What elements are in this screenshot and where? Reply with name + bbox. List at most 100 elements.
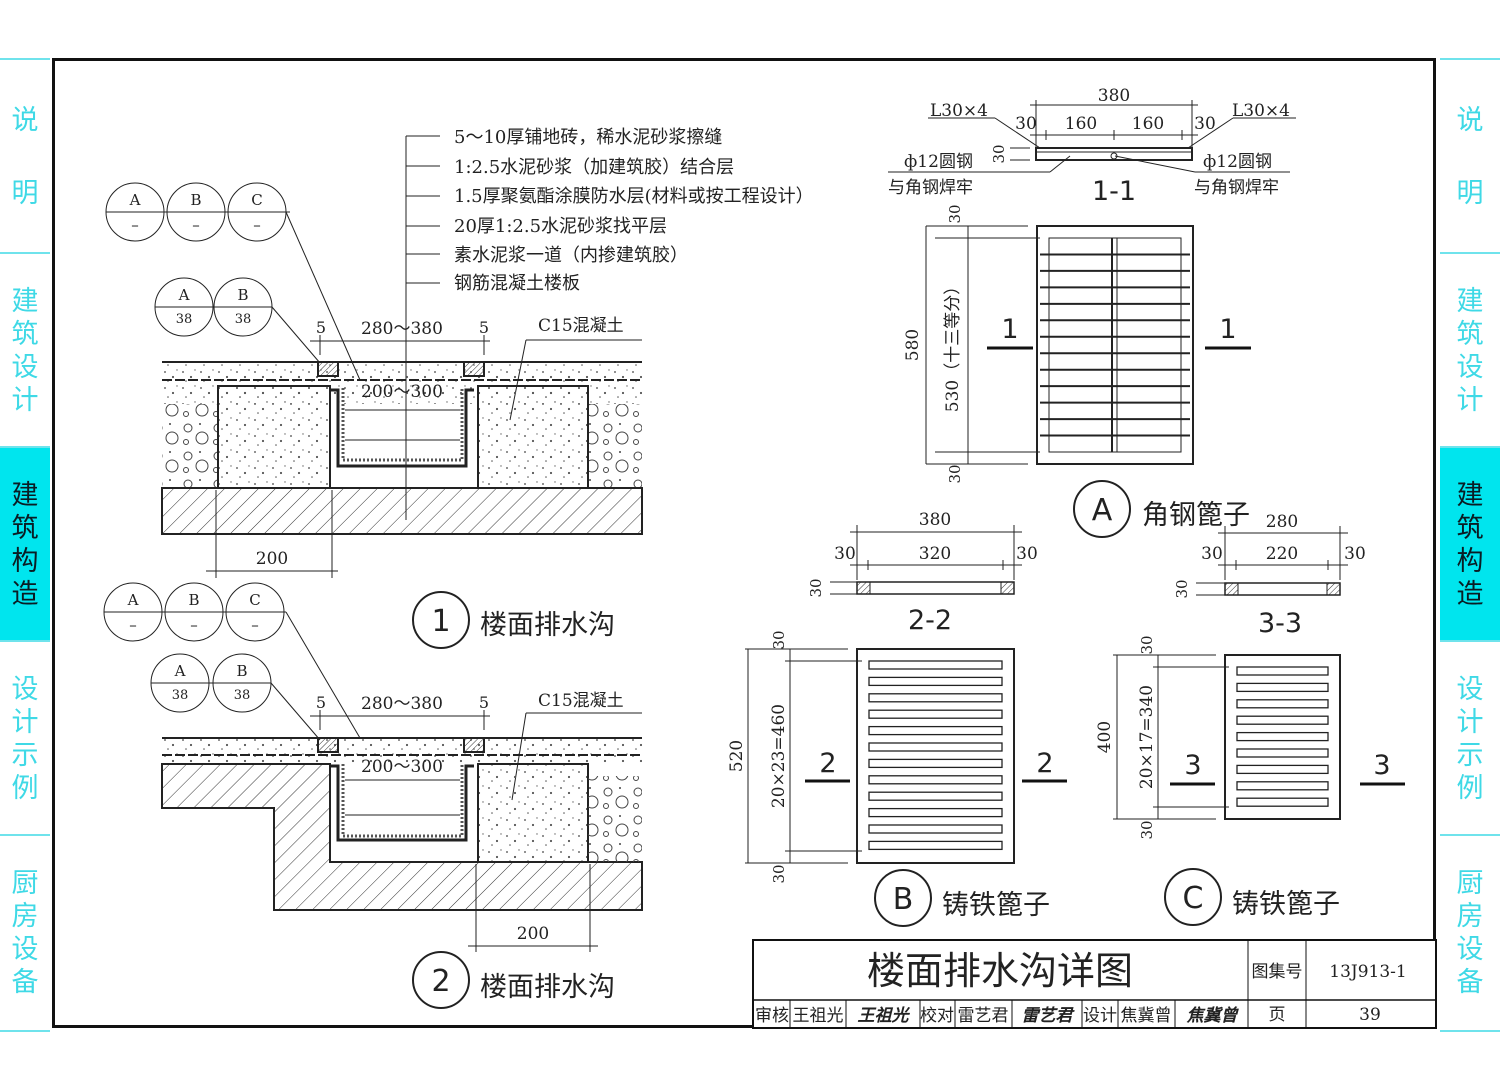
dim-text: 30 [770,864,788,883]
tab-char: 建 [11,480,39,511]
sidebar-tab-notes[interactable]: 说明 [1440,58,1500,254]
grate-a-plan: 580 530（十三等分） 30 30 1 1 A 角钢篦子 [903,204,1251,538]
sidebar-tab-kitchen-equipment[interactable]: 厨房设备 [0,834,50,1032]
ref-page: – [251,616,259,634]
grate-slot [868,807,1003,818]
grate-slot [868,742,1003,752]
dim-text: 220 [1266,544,1298,564]
check-label: 校对 [920,1006,954,1026]
ref-letter: A [129,191,141,209]
dim-text: 30 [1344,544,1366,564]
grate-c-plan: 400 20×17=340 30 30 3 3 C 铸铁篦子 [1095,635,1405,926]
section-mark: 2 [1036,748,1053,779]
tab-char: 房 [1456,901,1484,932]
ref-letter: C [249,591,260,609]
tab-char: 筑 [1456,319,1484,350]
dim-text: 400 [1095,721,1115,753]
section-mark: 3 [1184,750,1201,781]
sidebar-tab-notes[interactable]: 说明 [0,58,50,254]
grate-slot [1236,764,1329,775]
tab-char: 构 [11,546,39,577]
tab-char: 建 [1456,480,1484,511]
rod-label: ф12圆钢 [904,152,973,172]
grate-slot [868,791,1003,801]
grate-c-section: 280 30 220 30 30 3-3 [1173,512,1366,639]
ref-page: – [253,216,261,234]
tab-char: 筑 [11,319,39,350]
tab-char: 计 [1456,707,1484,738]
grate-slot [1236,781,1329,791]
section-mark: 1 [1219,314,1236,345]
dim-text: 20×23=460 [769,704,789,808]
sidebar-tab-design-examples[interactable]: 设计示例 [0,640,50,836]
dim-text: 580 [903,329,923,361]
dim-text: 30 [807,578,825,597]
atlas-label: 图集号 [1252,962,1303,982]
dim-text: 30 [946,464,964,483]
grate-slot [868,709,1003,719]
layer-label: 1.5厚聚氨酯涂膜防水层(材料或按工程设计） [454,186,814,207]
dim-text: 380 [919,510,951,530]
detail-1-section: A – B – C – A 38 B 38 5 280～380 5 C15混凝土 [105,182,643,649]
dim-text: 530（十三等分） [943,278,963,412]
ref-page: – [129,616,137,634]
section-mark: 3 [1373,750,1390,781]
grate-slot [868,660,1003,670]
dim-text: 30 [1138,635,1156,654]
sidebar-tab-design-examples[interactable]: 设计示例 [1440,640,1500,836]
ref-letter: A [174,662,186,680]
concrete-label: C15混凝土 [538,691,624,711]
checker-name: 雷艺君 [958,1006,1009,1026]
dim-text: 200 [256,549,288,569]
dim-text: 380 [1098,86,1130,106]
dim-text: 30 [834,544,856,564]
concrete-label: C15混凝土 [538,316,624,336]
grate-letter: C [1183,881,1204,916]
section-label: 1-1 [1092,176,1136,207]
reviewer-signature: 王祖光 [858,1006,911,1026]
sidebar-tab-construction[interactable]: 建筑构造 [0,446,50,642]
ref-letter: B [237,286,248,304]
rod-label: ф12圆钢 [1203,152,1272,172]
ref-letter: B [236,662,247,680]
sidebar-tab-construction[interactable]: 建筑构造 [1440,446,1500,642]
grate-slot [868,775,1003,785]
tab-char: 设 [11,674,39,705]
tab-char: 明 [11,178,39,209]
grate-slot [868,725,1003,736]
checker-signature: 雷艺君 [1022,1006,1076,1026]
angle-label: L30×4 [1232,101,1290,121]
rod-label: 与角钢焊牢 [888,178,973,198]
drawing-title: 楼面排水沟详图 [867,949,1133,993]
grate-slot [868,693,1003,703]
grate-slot [868,840,1003,851]
ref-letter: A [127,591,139,609]
sidebar-tab-architectural-design[interactable]: 建筑设计 [0,252,50,448]
layer-callout: 5～10厚铺地砖，稀水泥砂浆擦缝 1:2.5水泥砂浆（加建筑胶）结合层 1.5厚… [405,127,814,520]
ref-page: 38 [234,688,251,703]
grate-title: 铸铁篦子 [1232,889,1340,920]
detail-title: 楼面排水沟 [480,610,615,641]
tab-char: 设 [11,934,39,965]
tab-char: 造 [11,579,39,610]
ref-page: 38 [176,312,193,327]
dim-text: 280～380 [361,694,443,714]
ref-page: – [190,616,198,634]
page-number: 39 [1359,1005,1381,1025]
tab-char: 计 [11,707,39,738]
sidebar-tab-architectural-design[interactable]: 建筑设计 [1440,252,1500,448]
angle-label: L30×4 [930,101,988,121]
tab-char: 设 [11,352,39,383]
tab-char: 造 [1456,579,1484,610]
grate-slot [1236,731,1329,742]
dim-text: 200～300 [361,757,443,777]
ref-page: 38 [235,312,252,327]
tab-char: 设 [1456,674,1484,705]
dim-text: 20×17=340 [1137,685,1157,789]
grate-title: 角钢篦子 [1142,500,1250,531]
dim-text: 5 [316,693,326,712]
tab-char: 例 [1456,773,1484,804]
sidebar-tab-kitchen-equipment[interactable]: 厨房设备 [1440,834,1500,1032]
grate-slot [1236,699,1329,709]
detail-index: 1 [431,604,450,639]
